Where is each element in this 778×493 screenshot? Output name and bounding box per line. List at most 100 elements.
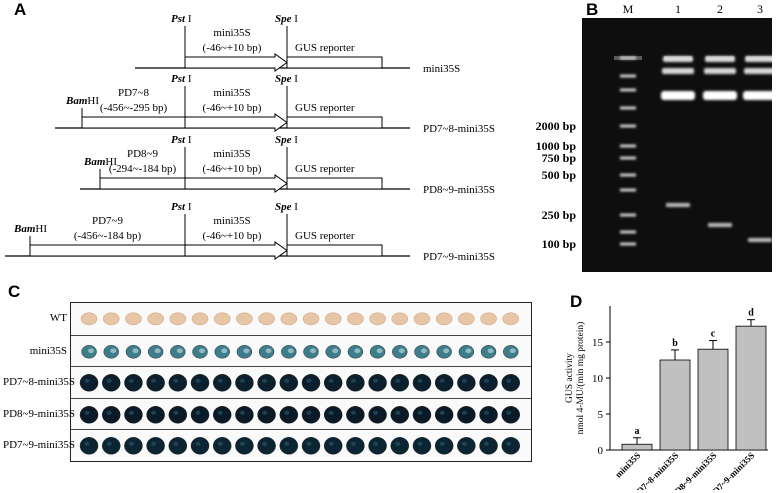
seed-highlight <box>151 378 157 383</box>
seed-highlight <box>262 378 268 383</box>
seed <box>501 405 520 424</box>
seed-row-svg <box>81 344 519 359</box>
seed-highlight <box>84 442 90 447</box>
gel-marker-label: 2000 bp <box>535 119 576 133</box>
gel-ladder-band <box>620 213 636 217</box>
spei-site-label: Spe I <box>275 13 298 25</box>
mini35s-arrow <box>184 241 288 260</box>
seed-highlight <box>239 378 245 383</box>
seed-highlight <box>439 442 445 447</box>
seed <box>412 405 432 424</box>
gel-ladder-band <box>620 106 636 110</box>
seed <box>457 405 476 424</box>
seed-highlight <box>284 442 290 447</box>
gel-band <box>743 91 777 100</box>
mini35s-range: (-46~+10 bp) <box>203 230 262 242</box>
bar <box>659 359 691 451</box>
seed-highlight <box>506 378 512 383</box>
seed-highlight <box>439 378 445 383</box>
panel-label-c: C <box>8 282 21 301</box>
seed-highlight <box>217 410 223 415</box>
seed-row-label: PD7~9-mini35S <box>3 439 75 452</box>
seed <box>279 374 299 392</box>
seed-highlight <box>199 347 206 353</box>
seed-highlight <box>484 442 490 447</box>
seed <box>457 374 476 392</box>
seed <box>80 312 98 326</box>
seed-highlight <box>461 442 467 447</box>
seed-row-label: mini35S <box>29 344 67 357</box>
seed-highlight <box>284 378 290 383</box>
gel-image <box>582 18 777 272</box>
seed-highlight <box>461 378 467 383</box>
gel-insert-band <box>666 203 690 207</box>
seed-highlight <box>217 442 223 447</box>
psti-site-label: Pst I <box>171 13 192 25</box>
seed <box>301 405 321 424</box>
y-tick-label: 10 <box>592 373 604 385</box>
seed <box>323 437 343 455</box>
seed <box>168 374 188 392</box>
seed-highlight <box>328 378 334 383</box>
seed <box>390 374 409 392</box>
gel-ladder-band <box>620 56 636 60</box>
seed <box>235 405 254 424</box>
seed <box>168 437 188 455</box>
seed <box>146 374 165 392</box>
seed-highlight <box>332 347 339 353</box>
seed-highlight <box>306 378 312 383</box>
seed <box>125 312 142 326</box>
mini35s-name: mini35S <box>213 27 250 39</box>
enhancer-range: (-456~-295 bp) <box>100 102 168 114</box>
significance-letter: d <box>748 308 754 319</box>
seed <box>391 312 409 326</box>
seed <box>147 312 164 326</box>
seed <box>279 437 299 455</box>
enhancer-name: PD7~8 <box>118 87 150 99</box>
mini35s-range: (-46~+10 bp) <box>203 163 262 175</box>
enhancer-name: PD8~9 <box>127 148 159 160</box>
panel-label-d: D <box>570 292 583 311</box>
seed <box>324 312 342 326</box>
seed-highlight <box>173 378 179 383</box>
gel-ladder-band <box>620 74 636 78</box>
seed <box>102 312 120 326</box>
construct-name: PD7~9-mini35S <box>423 251 495 263</box>
gel-band <box>705 56 735 62</box>
seed-highlight <box>417 378 423 383</box>
seed <box>302 312 320 326</box>
seed <box>280 312 298 326</box>
seed <box>102 437 121 455</box>
seed <box>502 312 520 326</box>
seed <box>169 312 187 326</box>
seed <box>79 405 99 424</box>
seed <box>368 405 387 424</box>
seed-highlight <box>239 442 245 447</box>
seed-highlight <box>287 347 294 353</box>
enhancer-range: (-456~-184 bp) <box>74 230 142 242</box>
bar <box>621 443 653 451</box>
seed-highlight <box>506 410 512 415</box>
seed-row-svg <box>79 437 520 455</box>
seed-highlight <box>132 347 139 353</box>
gel-ladder-band <box>620 230 636 234</box>
seed-highlight <box>151 442 157 447</box>
seed-highlight <box>395 410 401 415</box>
mini35s-arrow <box>184 174 288 193</box>
bar <box>735 325 767 451</box>
seed-highlight <box>221 347 228 353</box>
seed <box>434 405 454 424</box>
gel-lane-label: 2 <box>717 2 723 16</box>
seed <box>458 312 475 326</box>
seed <box>435 312 453 326</box>
seed-highlight <box>509 347 516 353</box>
seed <box>235 374 254 392</box>
seed <box>480 312 497 326</box>
seed-highlight <box>265 347 272 353</box>
seed-highlight <box>243 347 250 353</box>
seed <box>124 405 143 424</box>
y-tick-label: 15 <box>592 337 604 349</box>
